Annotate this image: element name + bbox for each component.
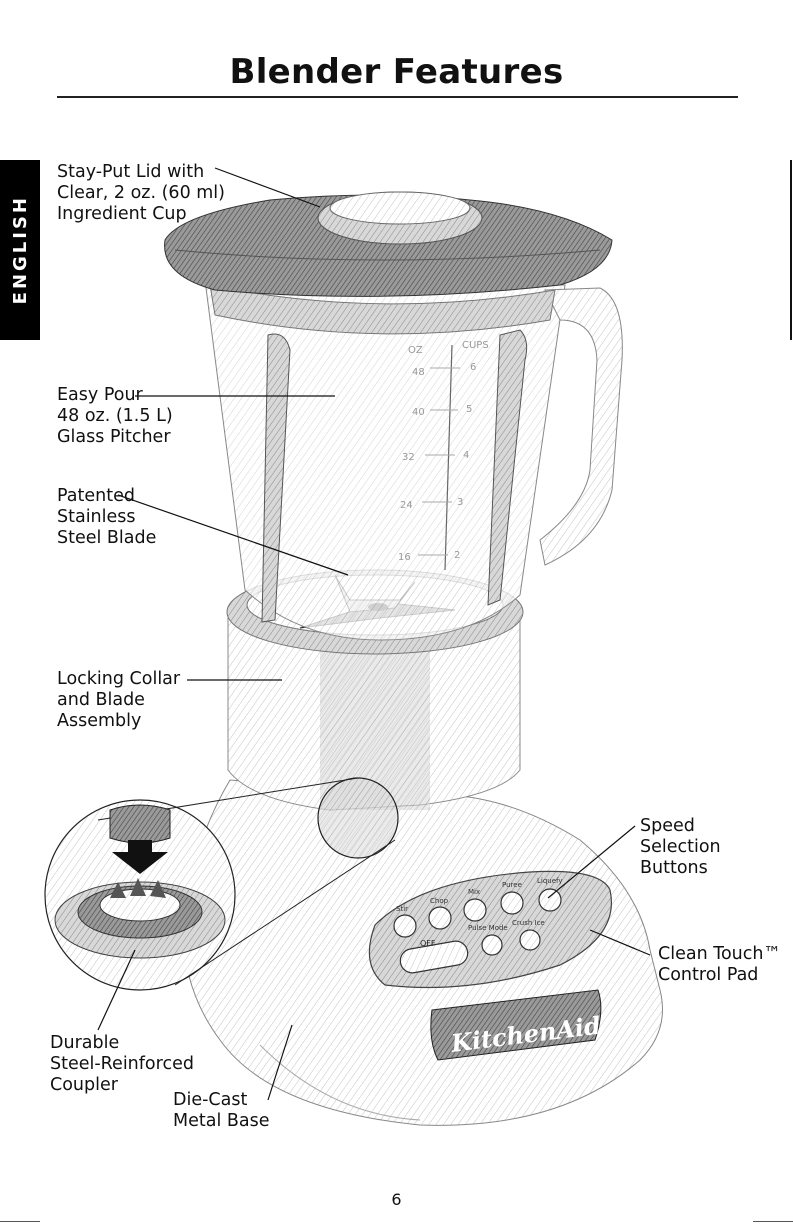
coupler-detail-magnifier <box>44 777 399 991</box>
button-label-stir: Stir <box>396 905 408 913</box>
button-label-chop: Chop <box>430 897 449 905</box>
button-label-crush-ice: Crush Ice <box>512 919 545 927</box>
page-number: 6 <box>391 1190 402 1209</box>
button-label-puree: Puree <box>502 881 522 889</box>
scale-oz-header: OZ <box>408 345 423 356</box>
callout-lid: Stay-Put Lid with Clear, 2 oz. (60 ml) I… <box>57 162 226 224</box>
off-button[interactable] <box>398 939 469 974</box>
callout-speed-buttons: Speed Selection Buttons <box>640 816 721 878</box>
speed-button-chop[interactable] <box>428 906 452 930</box>
button-label-mix: Mix <box>468 888 480 896</box>
callout-control-pad: Clean Touch™ Control Pad <box>658 944 781 985</box>
crop-mark-left <box>0 1221 40 1222</box>
pitcher-handle <box>539 287 623 566</box>
speed-button-puree[interactable] <box>500 891 524 915</box>
scale-oz-mark: 32 <box>402 452 415 463</box>
clean-touch-control-pad: OFF Stir Chop Mix Puree Liquefy Pulse Mo… <box>368 870 612 989</box>
language-tab: ENGLISH <box>0 160 40 340</box>
crop-mark-right <box>753 1221 793 1222</box>
right-edge-marker <box>790 160 792 340</box>
scale-cup-mark: 2 <box>454 550 460 561</box>
glass-pitcher <box>204 279 566 641</box>
scale-cup-mark: 3 <box>457 497 463 508</box>
button-label-liquefy: Liquefy <box>537 877 563 885</box>
scale-oz-mark: 24 <box>400 500 413 511</box>
scale-cup-mark: 5 <box>466 404 472 415</box>
page-title: Blender Features <box>229 52 564 92</box>
pulse-mode-button[interactable] <box>481 934 503 956</box>
crush-ice-button[interactable] <box>519 929 541 951</box>
speed-button-liquefy[interactable] <box>538 888 562 912</box>
callout-base: Die-Cast Metal Base <box>173 1090 270 1131</box>
scale-cups-header: CUPS <box>462 340 489 351</box>
title-rule <box>57 96 738 98</box>
callout-collar: Locking Collar and Blade Assembly <box>57 669 181 731</box>
scale-cup-mark: 4 <box>463 450 469 461</box>
callout-coupler: Durable Steel-Reinforced Coupler <box>50 1033 194 1095</box>
callout-pitcher: Easy Pour 48 oz. (1.5 L) Glass Pitcher <box>57 385 173 447</box>
speed-button-stir[interactable] <box>393 914 417 938</box>
speed-button-mix[interactable] <box>463 898 487 922</box>
pitcher-brand-band <box>209 284 556 335</box>
ingredient-cup <box>317 191 483 245</box>
scale-oz-mark: 16 <box>398 552 411 563</box>
scale-cup-mark: 6 <box>470 362 476 373</box>
callout-blade: Patented Stainless Steel Blade <box>57 486 157 548</box>
button-label-pulse-mode: Pulse Mode <box>468 924 508 932</box>
off-label: OFF <box>420 939 436 948</box>
scale-oz-mark: 48 <box>412 367 425 378</box>
stay-put-lid <box>164 194 613 297</box>
scale-oz-mark: 40 <box>412 407 425 418</box>
pitcher-scale: OZ CUPS 48 40 32 24 16 6 5 4 3 2 <box>398 340 489 563</box>
leader-lines <box>97 167 651 1101</box>
